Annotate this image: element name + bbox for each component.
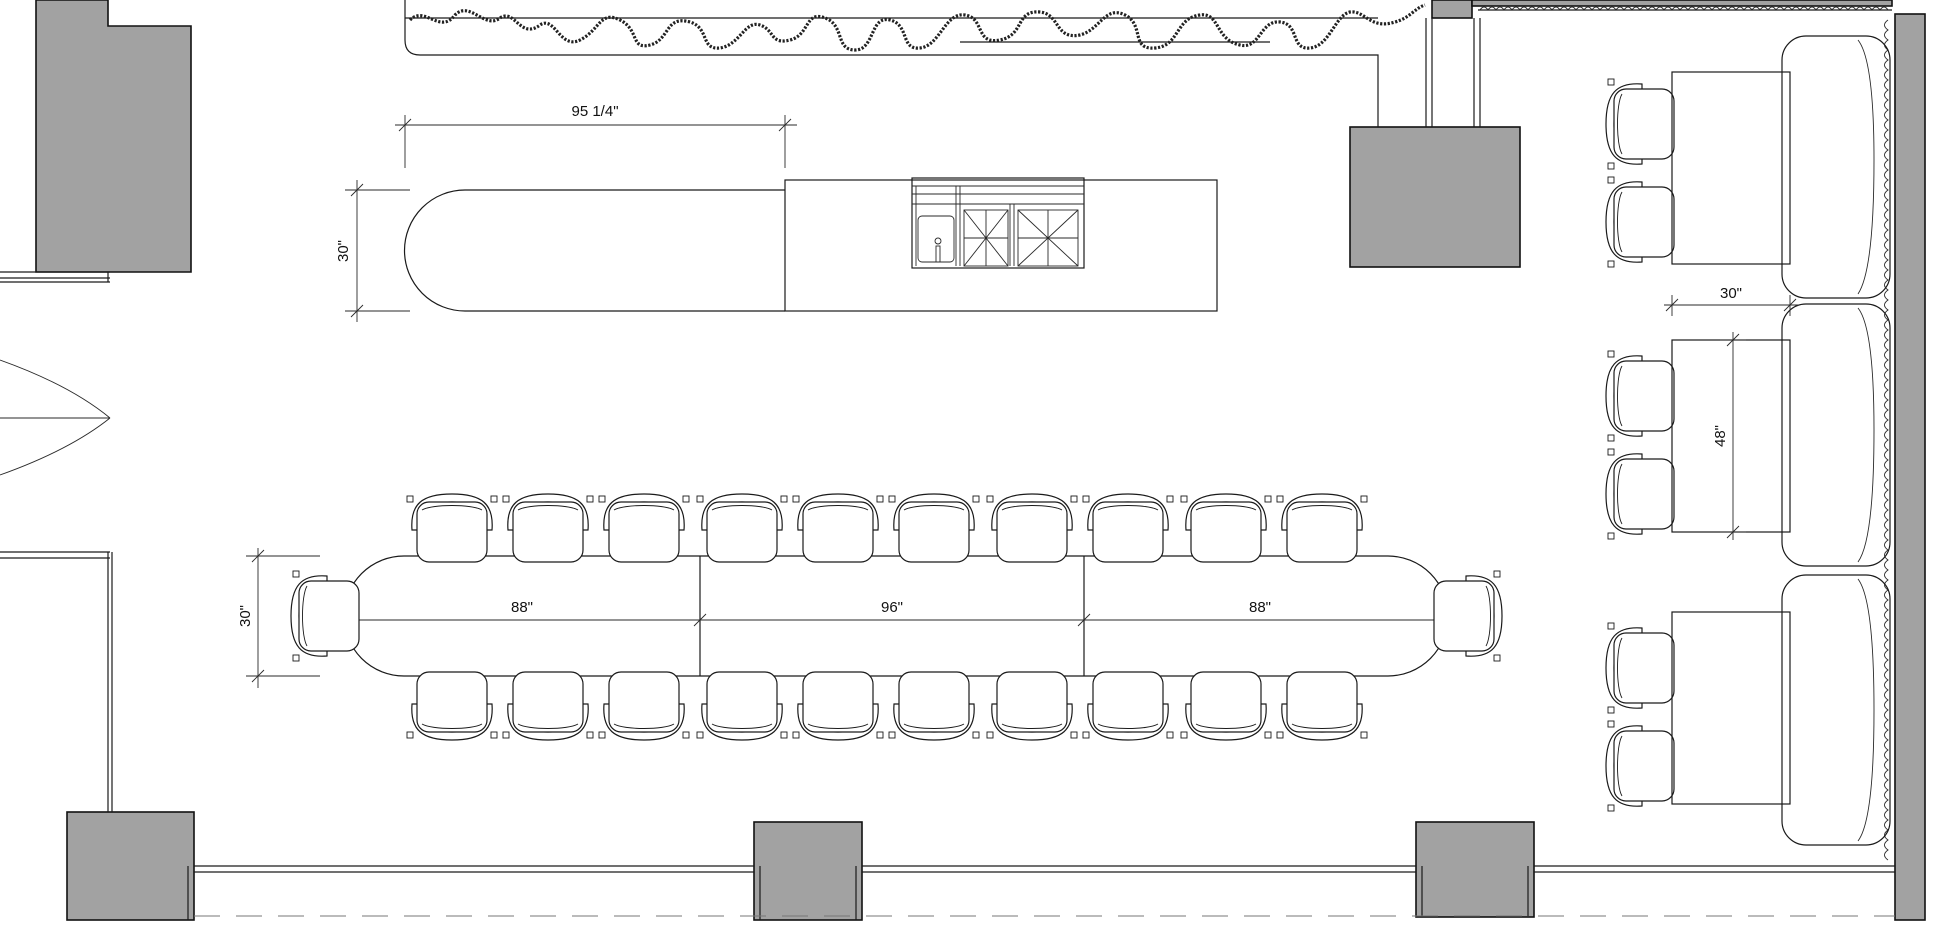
booth-chair-6	[1605, 720, 1675, 812]
dimension-counter-length-label: 95 1/4"	[571, 103, 618, 120]
wavy-rope-decoration	[408, 3, 1426, 52]
column-bottom-right	[1415, 821, 1535, 918]
booth-chair-4	[1605, 448, 1675, 540]
chair-top-5	[792, 493, 884, 563]
booth-chair-5	[1605, 622, 1675, 714]
chairs	[290, 78, 1675, 812]
booth-table-1	[1671, 71, 1791, 265]
top-wall-feature	[404, 0, 1481, 127]
chair-bottom-2	[502, 671, 594, 741]
dining-table-top	[343, 555, 1449, 677]
dimension-table-depth-label: 30"	[237, 605, 254, 627]
bar-counter	[403, 177, 1218, 312]
column-bottom-left	[66, 811, 195, 921]
booth-sofa-3	[1781, 574, 1891, 846]
dimension-counter-depth-label: 30"	[335, 240, 352, 262]
column-top-right-cap	[1431, 0, 1473, 19]
counter-appliance-bay	[911, 177, 1085, 269]
dining-table: 88" 96" 88"	[337, 555, 1455, 677]
chair-top-8	[1082, 493, 1174, 563]
counter-rounded-end	[403, 189, 785, 312]
column-top-center	[1349, 126, 1521, 268]
chair-bottom-1	[406, 671, 498, 741]
door-swing	[0, 359, 111, 419]
chair-bottom-9	[1180, 671, 1272, 741]
chair-top-6	[888, 493, 980, 563]
dimension-counter-length: 95 1/4"	[395, 103, 797, 168]
chair-bottom-10	[1276, 671, 1368, 741]
chair-bottom-3	[598, 671, 690, 741]
chair-bottom-7	[986, 671, 1078, 741]
chair-top-7	[986, 493, 1078, 563]
chair-bottom-5	[792, 671, 884, 741]
table-segment-middle-label: 96"	[881, 599, 903, 616]
chair-table-end-right	[1433, 570, 1503, 662]
dimension-booth-width-label: 48"	[1712, 425, 1729, 447]
chair-bottom-8	[1082, 671, 1174, 741]
chair-top-10	[1276, 493, 1368, 563]
booth-sofa-2	[1781, 303, 1891, 567]
dimension-table-depth: 30"	[237, 548, 320, 688]
table-segment-left-label: 88"	[511, 599, 533, 616]
chair-top-9	[1180, 493, 1272, 563]
booths	[1671, 35, 1891, 846]
chair-top-2	[502, 493, 594, 563]
left-wall-door	[0, 271, 113, 812]
right-wall	[1894, 13, 1926, 921]
dimension-booth: 30" 48"	[1664, 285, 1800, 540]
booth-chair-1	[1605, 78, 1675, 170]
chair-top-3	[598, 493, 690, 563]
booth-table-3	[1671, 611, 1791, 805]
table-segment-right-label: 88"	[1249, 599, 1271, 616]
right-curtain	[1478, 6, 1892, 861]
booth-chair-2	[1605, 176, 1675, 268]
chair-top-4	[696, 493, 788, 563]
column-bottom-center	[753, 821, 863, 921]
counter-main	[784, 179, 1218, 312]
column-top-right-wall	[1471, 0, 1893, 7]
dimension-counter-depth: 30"	[335, 180, 410, 322]
booth-table-2	[1671, 339, 1791, 533]
chair-top-1	[406, 493, 498, 563]
chair-bottom-4	[696, 671, 788, 741]
chair-bottom-6	[888, 671, 980, 741]
booth-chair-3	[1605, 350, 1675, 442]
booth-sofa-1	[1781, 35, 1891, 299]
dimension-booth-depth-label: 30"	[1720, 285, 1742, 302]
structure	[35, 0, 1926, 921]
column-top-left	[35, 0, 192, 273]
bottom-wall	[187, 865, 1895, 920]
chair-table-end-left	[290, 570, 360, 662]
